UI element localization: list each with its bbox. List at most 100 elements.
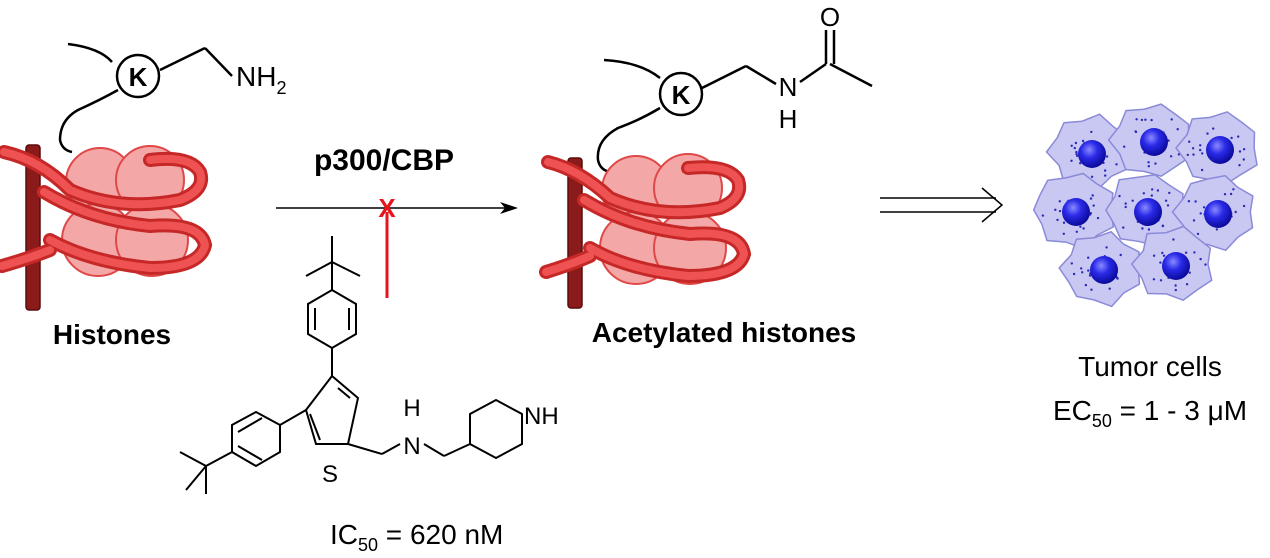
cell-granule bbox=[1054, 208, 1057, 211]
cell-granule bbox=[1131, 199, 1134, 202]
cell-granule bbox=[1141, 227, 1144, 230]
cell-granule bbox=[1232, 188, 1235, 191]
cell-granule bbox=[1075, 152, 1078, 156]
cell-granule bbox=[1161, 224, 1165, 227]
cell-granule bbox=[1234, 210, 1237, 214]
cell-granule bbox=[1215, 228, 1219, 231]
reaction-arrow bbox=[276, 202, 518, 214]
cell-granule bbox=[1199, 212, 1202, 215]
cell-granule bbox=[1212, 127, 1215, 130]
ic50-label: IC50 = 620 nM bbox=[330, 519, 503, 555]
nh2-label: NH2 bbox=[236, 61, 286, 98]
cell-granule bbox=[1170, 118, 1173, 121]
tumor-label: Tumor cells bbox=[1078, 351, 1222, 382]
cell-granule bbox=[1056, 218, 1059, 222]
cell-granule bbox=[1147, 165, 1151, 168]
cell-granule bbox=[1150, 118, 1153, 122]
cell-granule bbox=[1089, 197, 1093, 200]
lysine-label-right: K bbox=[672, 80, 691, 110]
cell-nucleus bbox=[1062, 198, 1090, 226]
cell-granule bbox=[1096, 216, 1100, 220]
cell-granule bbox=[1108, 287, 1111, 290]
histone-nucleosome-right: K O N H bbox=[539, 2, 873, 309]
cell-granule bbox=[1161, 251, 1164, 255]
cell-granule bbox=[1192, 219, 1196, 222]
cell-granule bbox=[1070, 262, 1074, 265]
cell-granule bbox=[1188, 271, 1191, 274]
cell-granule bbox=[1237, 135, 1240, 138]
cell-granule bbox=[1150, 194, 1154, 197]
cell-granule bbox=[1168, 191, 1171, 195]
cell-granule bbox=[1199, 148, 1202, 152]
lysine-circle-right bbox=[658, 71, 704, 117]
cell-granule bbox=[1088, 274, 1092, 277]
cell-granule bbox=[1199, 144, 1202, 147]
cell-granule bbox=[1223, 193, 1227, 196]
lysine-tail-right bbox=[596, 30, 873, 174]
cell-granule bbox=[1115, 276, 1119, 279]
cell-granule bbox=[1200, 168, 1204, 172]
cell-granule bbox=[1080, 267, 1083, 270]
cell-granule bbox=[1167, 139, 1170, 142]
cell-granule bbox=[1118, 194, 1121, 198]
cell-granule bbox=[1092, 204, 1095, 207]
cell-granule bbox=[1123, 145, 1126, 148]
cell-granule bbox=[1073, 146, 1077, 150]
cell-granule bbox=[1238, 164, 1241, 167]
cell-granule bbox=[1070, 144, 1073, 147]
cell-granule bbox=[1192, 153, 1195, 156]
cell-granule bbox=[1070, 159, 1073, 162]
cell-granule bbox=[1159, 261, 1162, 264]
cell-granule bbox=[1156, 189, 1160, 192]
cell-granule bbox=[1193, 251, 1196, 254]
thiophene-s: S bbox=[322, 461, 338, 488]
piperidine-nh: NH bbox=[524, 403, 559, 430]
tumor-cell-cluster bbox=[1032, 103, 1258, 308]
cell-granule bbox=[1041, 214, 1045, 217]
cell-granule bbox=[1079, 162, 1082, 165]
cell-granule bbox=[1238, 150, 1242, 153]
histones-label: Histones bbox=[53, 319, 171, 350]
acetylated-label: Acetylated histones bbox=[592, 317, 857, 348]
cell-granule bbox=[1084, 283, 1088, 287]
cell-granule bbox=[1115, 163, 1118, 166]
cell-granule bbox=[1103, 169, 1107, 172]
cell-granule bbox=[1090, 130, 1093, 134]
cell-granule bbox=[1122, 226, 1125, 229]
cell-granule bbox=[1058, 209, 1062, 213]
cell-granule bbox=[1062, 232, 1066, 235]
implication-arrow bbox=[880, 187, 1004, 223]
amine-n: N bbox=[403, 433, 420, 460]
cell-granule bbox=[1089, 212, 1093, 215]
cell-granule bbox=[1188, 140, 1191, 143]
cell-granule bbox=[1169, 155, 1173, 158]
cell-granule bbox=[1105, 246, 1108, 249]
cell-granule bbox=[1079, 225, 1082, 228]
cell-granule bbox=[1090, 288, 1093, 291]
dna-strand-vertical bbox=[25, 144, 41, 311]
amide-o: O bbox=[820, 2, 840, 32]
cell-granule bbox=[1242, 148, 1246, 151]
cell-granule bbox=[1186, 153, 1190, 157]
amide-n: N bbox=[779, 72, 798, 102]
cell-granule bbox=[1124, 205, 1127, 209]
cell-granule bbox=[1087, 269, 1090, 272]
amine-h: H bbox=[403, 395, 420, 422]
cell-granule bbox=[1072, 272, 1076, 276]
cell-granule bbox=[1164, 199, 1168, 202]
cell-granule bbox=[1162, 254, 1166, 257]
dna-wrap-right-highlight bbox=[542, 158, 749, 281]
cell-granule bbox=[1090, 175, 1094, 178]
cell-granule bbox=[1229, 192, 1233, 196]
cell-granule bbox=[1091, 194, 1094, 197]
cell-granule bbox=[1187, 200, 1191, 203]
cell-granule bbox=[1104, 174, 1107, 177]
cell-nucleus bbox=[1162, 252, 1190, 280]
cell-granule bbox=[1242, 204, 1246, 208]
cell-granule bbox=[1191, 147, 1195, 150]
cell-granule bbox=[1242, 158, 1246, 161]
cell-granule bbox=[1134, 130, 1137, 133]
cell-granule bbox=[1082, 227, 1085, 230]
cell-granule bbox=[1062, 221, 1066, 224]
cell-granule bbox=[1151, 188, 1154, 191]
